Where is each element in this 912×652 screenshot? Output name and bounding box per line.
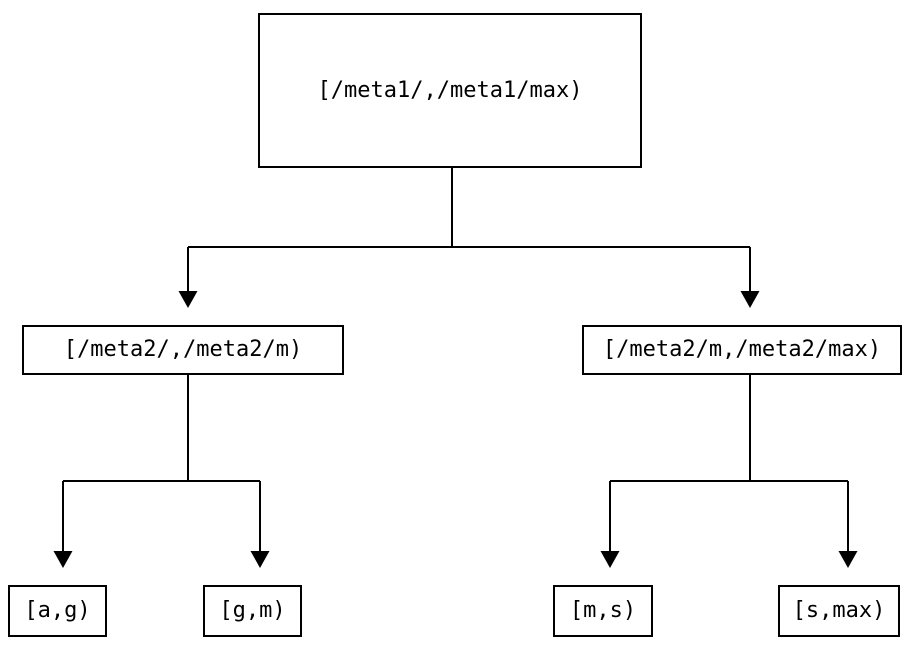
arrowhead-icon bbox=[740, 291, 760, 308]
node-leaf-ag-label: [a,g) bbox=[24, 598, 91, 623]
node-leaf-ag: [a,g) bbox=[8, 585, 107, 637]
node-leaf-ms-label: [m,s) bbox=[569, 598, 637, 623]
arrowhead-icon bbox=[250, 551, 270, 568]
node-root: [/meta1/,/meta1/max) bbox=[258, 13, 642, 168]
node-leaf-smax-label: [s,max) bbox=[792, 598, 886, 623]
node-leaf-ms: [m,s) bbox=[553, 585, 653, 637]
node-left-child-label: [/meta2/,/meta2/m) bbox=[63, 337, 303, 362]
node-root-label: [/meta1/,/meta1/max) bbox=[317, 77, 583, 103]
node-left-child: [/meta2/,/meta2/m) bbox=[22, 325, 344, 375]
arrowhead-icon bbox=[178, 291, 198, 308]
node-leaf-gm: [g,m) bbox=[203, 585, 302, 637]
node-right-child-label: [/meta2/m,/meta2/max) bbox=[602, 337, 882, 362]
arrowhead-icon bbox=[53, 551, 73, 568]
node-right-child: [/meta2/m,/meta2/max) bbox=[582, 325, 902, 375]
arrowhead-icon bbox=[600, 551, 620, 568]
node-leaf-gm-label: [g,m) bbox=[219, 598, 286, 623]
node-leaf-smax: [s,max) bbox=[778, 585, 900, 637]
arrowhead-icon bbox=[838, 551, 858, 568]
